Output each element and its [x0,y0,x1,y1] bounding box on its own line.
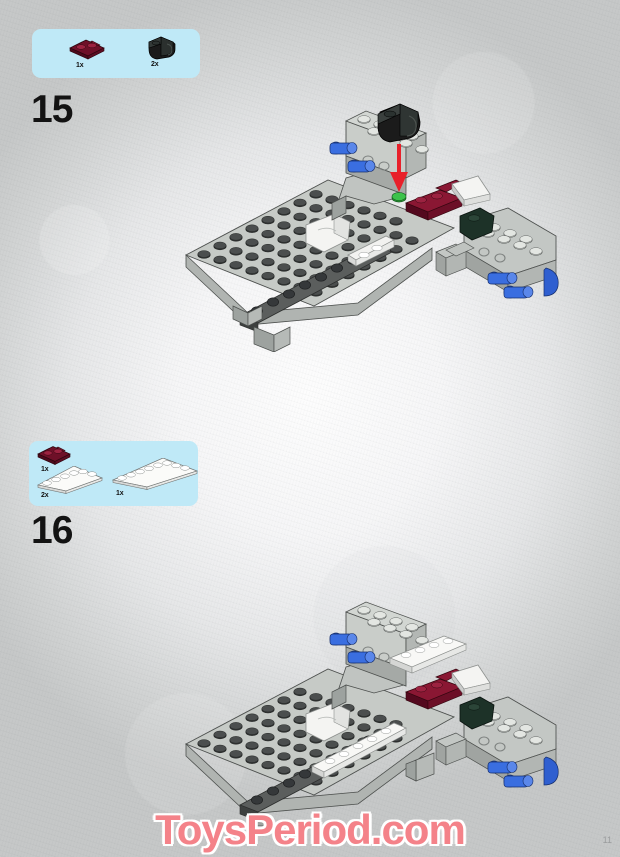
new-white-plate-arm [388,635,468,674]
part-quantity-label: 1x [116,490,124,497]
page-number: 11 [602,835,612,845]
part-plate-1x8-white [111,457,201,495]
step-number-15: 15 [31,88,73,131]
assembly-illustration-step-16 [178,598,582,826]
part-quantity-label: 1x [41,466,49,473]
part-plate-1x6-white [36,465,106,499]
floating-part-black-bracket [377,103,421,143]
new-dark-red-plate [404,668,464,710]
assembly-illustration-step-15 [178,100,582,352]
step-number-16: 16 [31,509,73,552]
part-bracket-curved-black [145,35,185,68]
new-white-plate-long [311,722,407,779]
parts-callout-step-16: 1x 2x [29,441,201,506]
placement-arrow [390,144,408,192]
part-quantity-label: 2x [41,492,49,499]
parts-callout-step-15: 1x 2x [32,29,200,78]
part-plate-1x2-dark-red [36,445,74,472]
part-quantity-label: 2x [151,61,159,68]
part-quantity-label: 1x [76,62,84,69]
part-plate-1x2-dark-red [68,39,108,66]
